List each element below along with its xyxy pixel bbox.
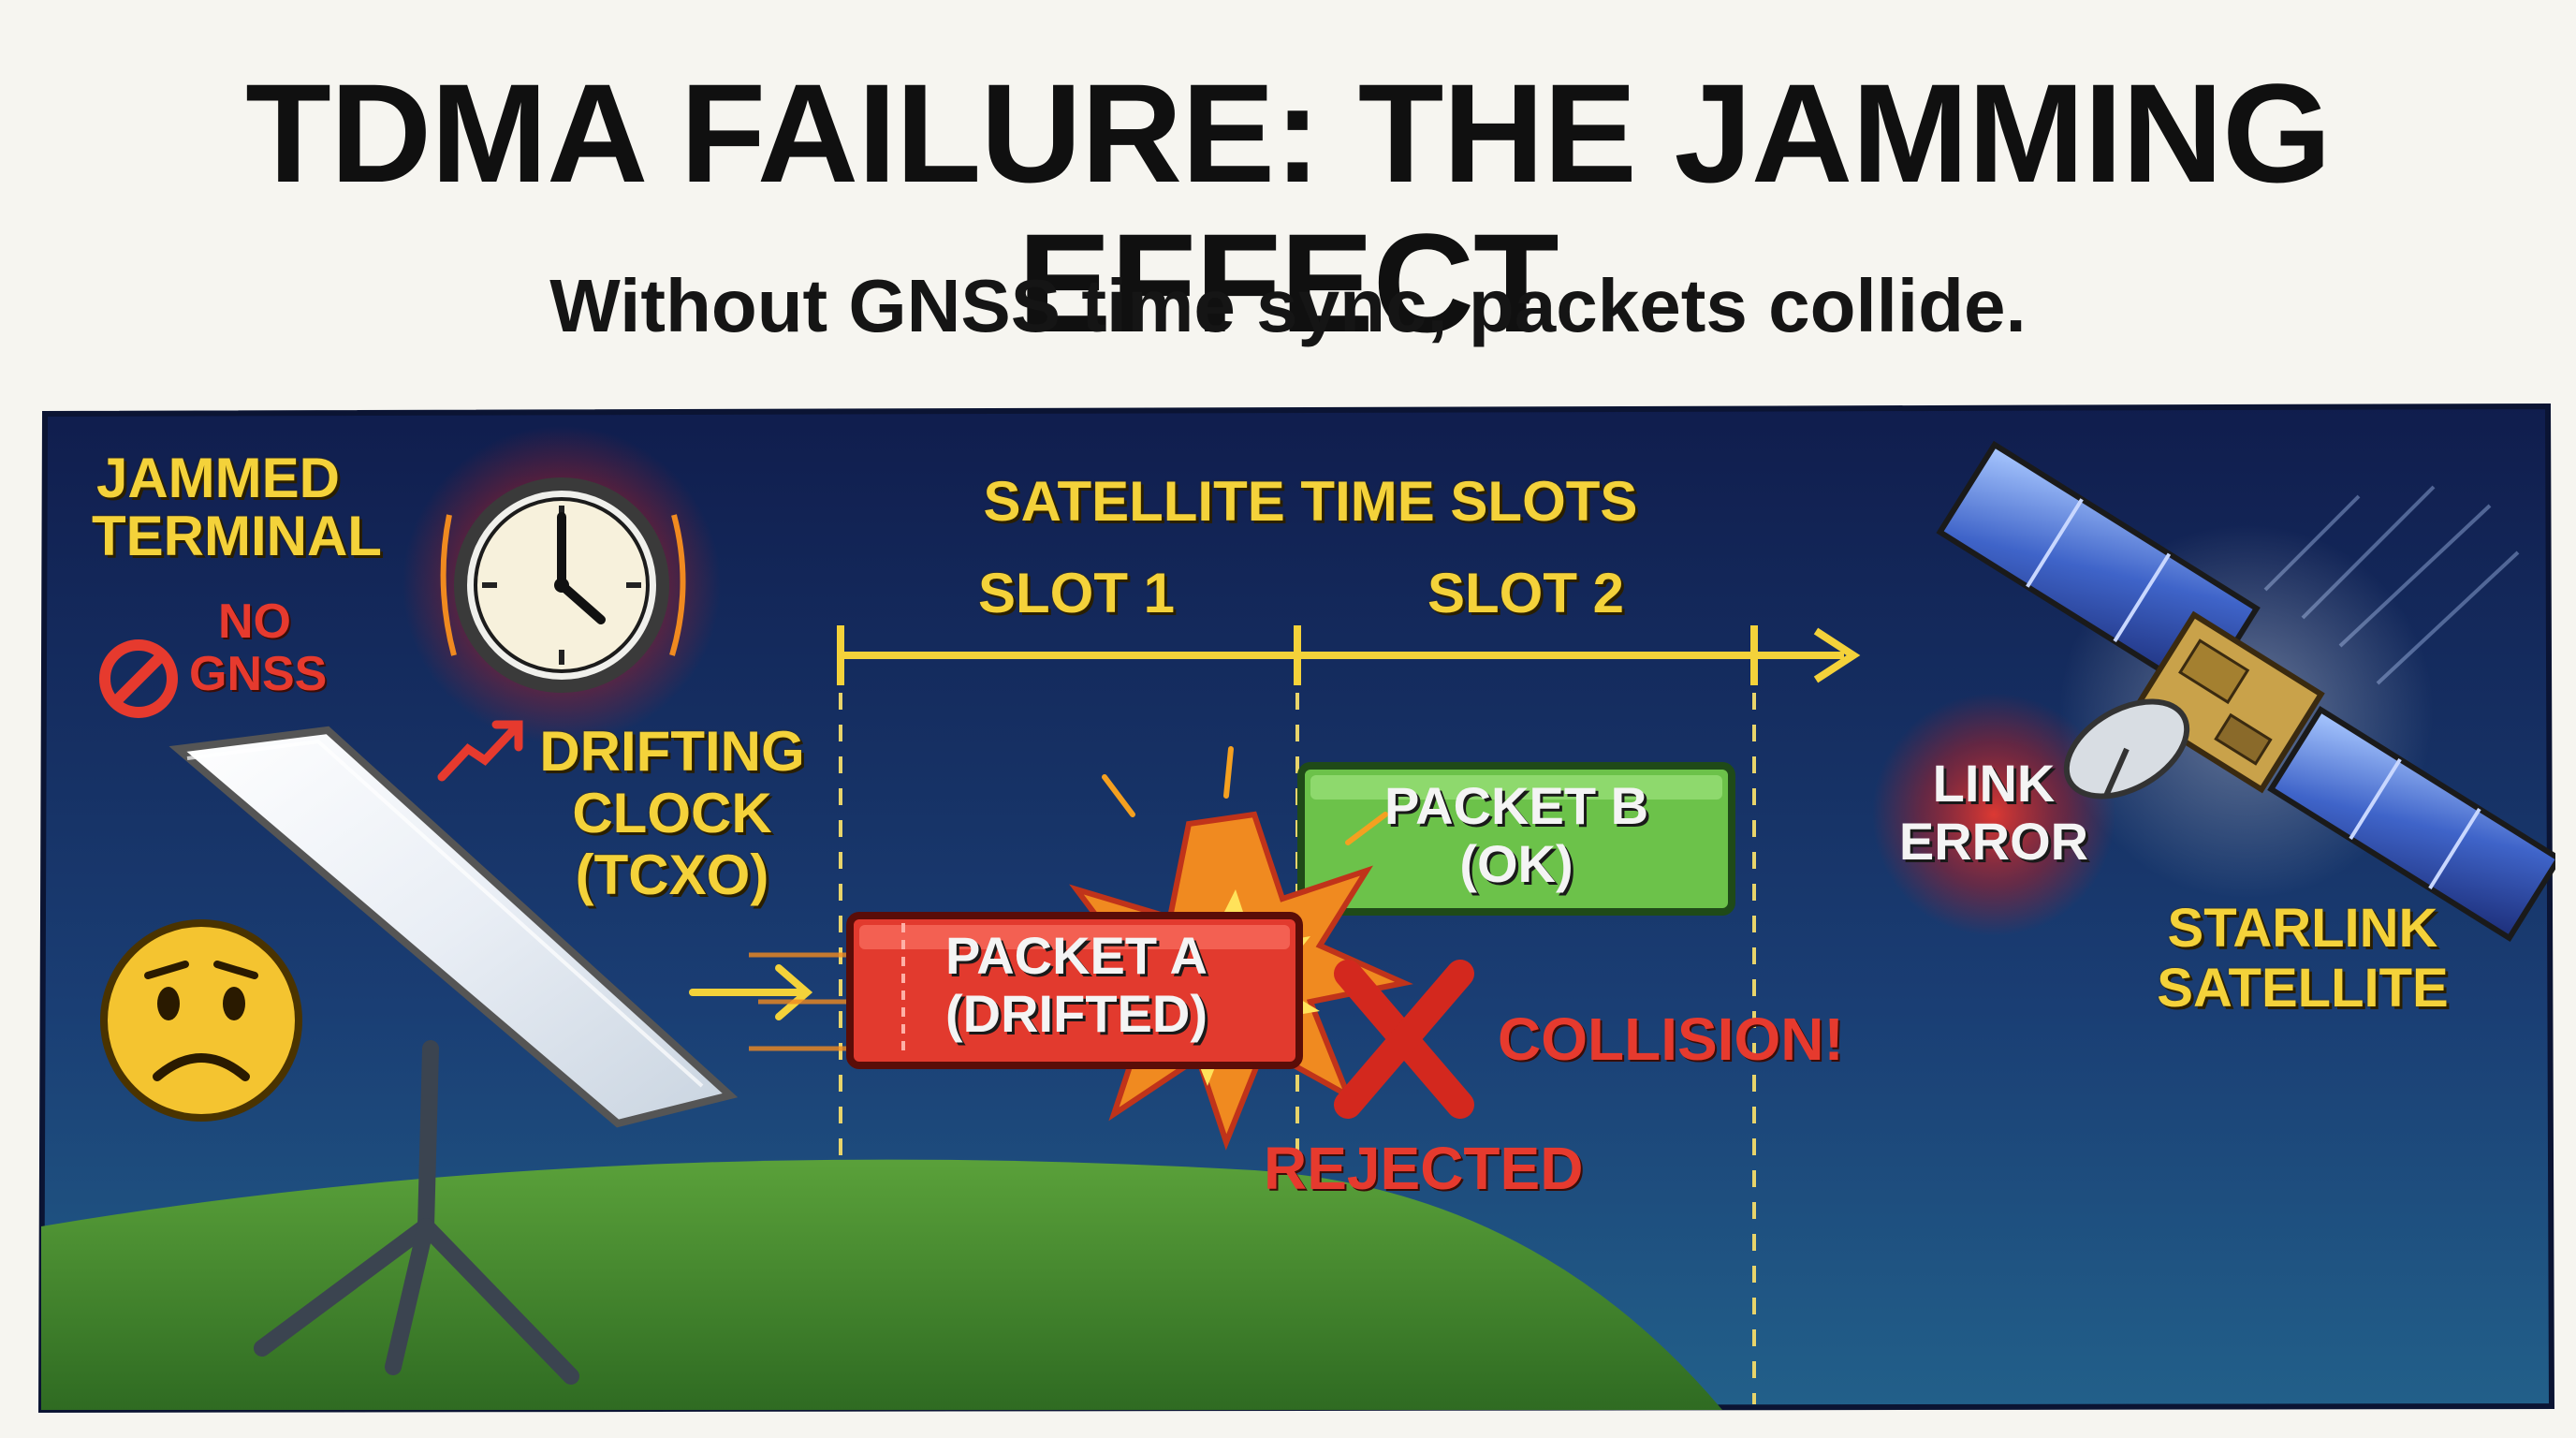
collision-label: COLLISION!	[1498, 1005, 1844, 1073]
send-arrow-icon	[689, 964, 813, 1020]
sad-face-icon	[100, 919, 302, 1122]
dish-terminal	[168, 726, 739, 1385]
timeline-label: SATELLITE TIME SLOTS	[983, 470, 1638, 533]
rejected-label: REJECTED	[1264, 1135, 1584, 1202]
link-error-label: LINK ERROR	[1898, 754, 2089, 871]
packet-b-box	[1297, 762, 1735, 916]
packet-a-label: PACKET A (DRIFTED)	[945, 926, 1208, 1043]
reject-x-icon	[1334, 960, 1474, 1119]
packet-b-label: PACKET B (OK)	[1383, 776, 1649, 893]
no-gnss-label: NO GNSS	[189, 594, 328, 701]
link-error-glow	[1872, 693, 2115, 936]
clock-icon	[440, 477, 686, 693]
slot-1-label: SLOT 1	[977, 562, 1176, 624]
packet-a-box	[846, 912, 1303, 1069]
drifting-clock-label: DRIFTING CLOCK (TCXO)	[539, 720, 805, 906]
page-subtitle: Without GNSS time sync, packets collide.	[549, 264, 2027, 347]
timeline-arrow	[837, 625, 1861, 685]
illustration-scene: JAMMED TERMINAL NO GNSS DRIFTING CLOCK (…	[37, 403, 2555, 1414]
ground-grass	[41, 1159, 1722, 1410]
scene-graphics	[37, 403, 2555, 1414]
motion-streaks-a	[749, 952, 861, 1051]
jammed-terminal-label: JAMMED TERMINAL	[92, 447, 382, 567]
prohibited-icon	[99, 639, 178, 718]
drift-arrow-icon	[437, 720, 523, 782]
page-title: TDMA FAILURE: THE JAMMING EFFECT	[245, 54, 2332, 361]
satellite-icon	[1936, 440, 2555, 943]
satellite-label: STARLINK SATELLITE	[2157, 898, 2449, 1019]
slot-2-label: SLOT 2	[1427, 562, 1625, 624]
